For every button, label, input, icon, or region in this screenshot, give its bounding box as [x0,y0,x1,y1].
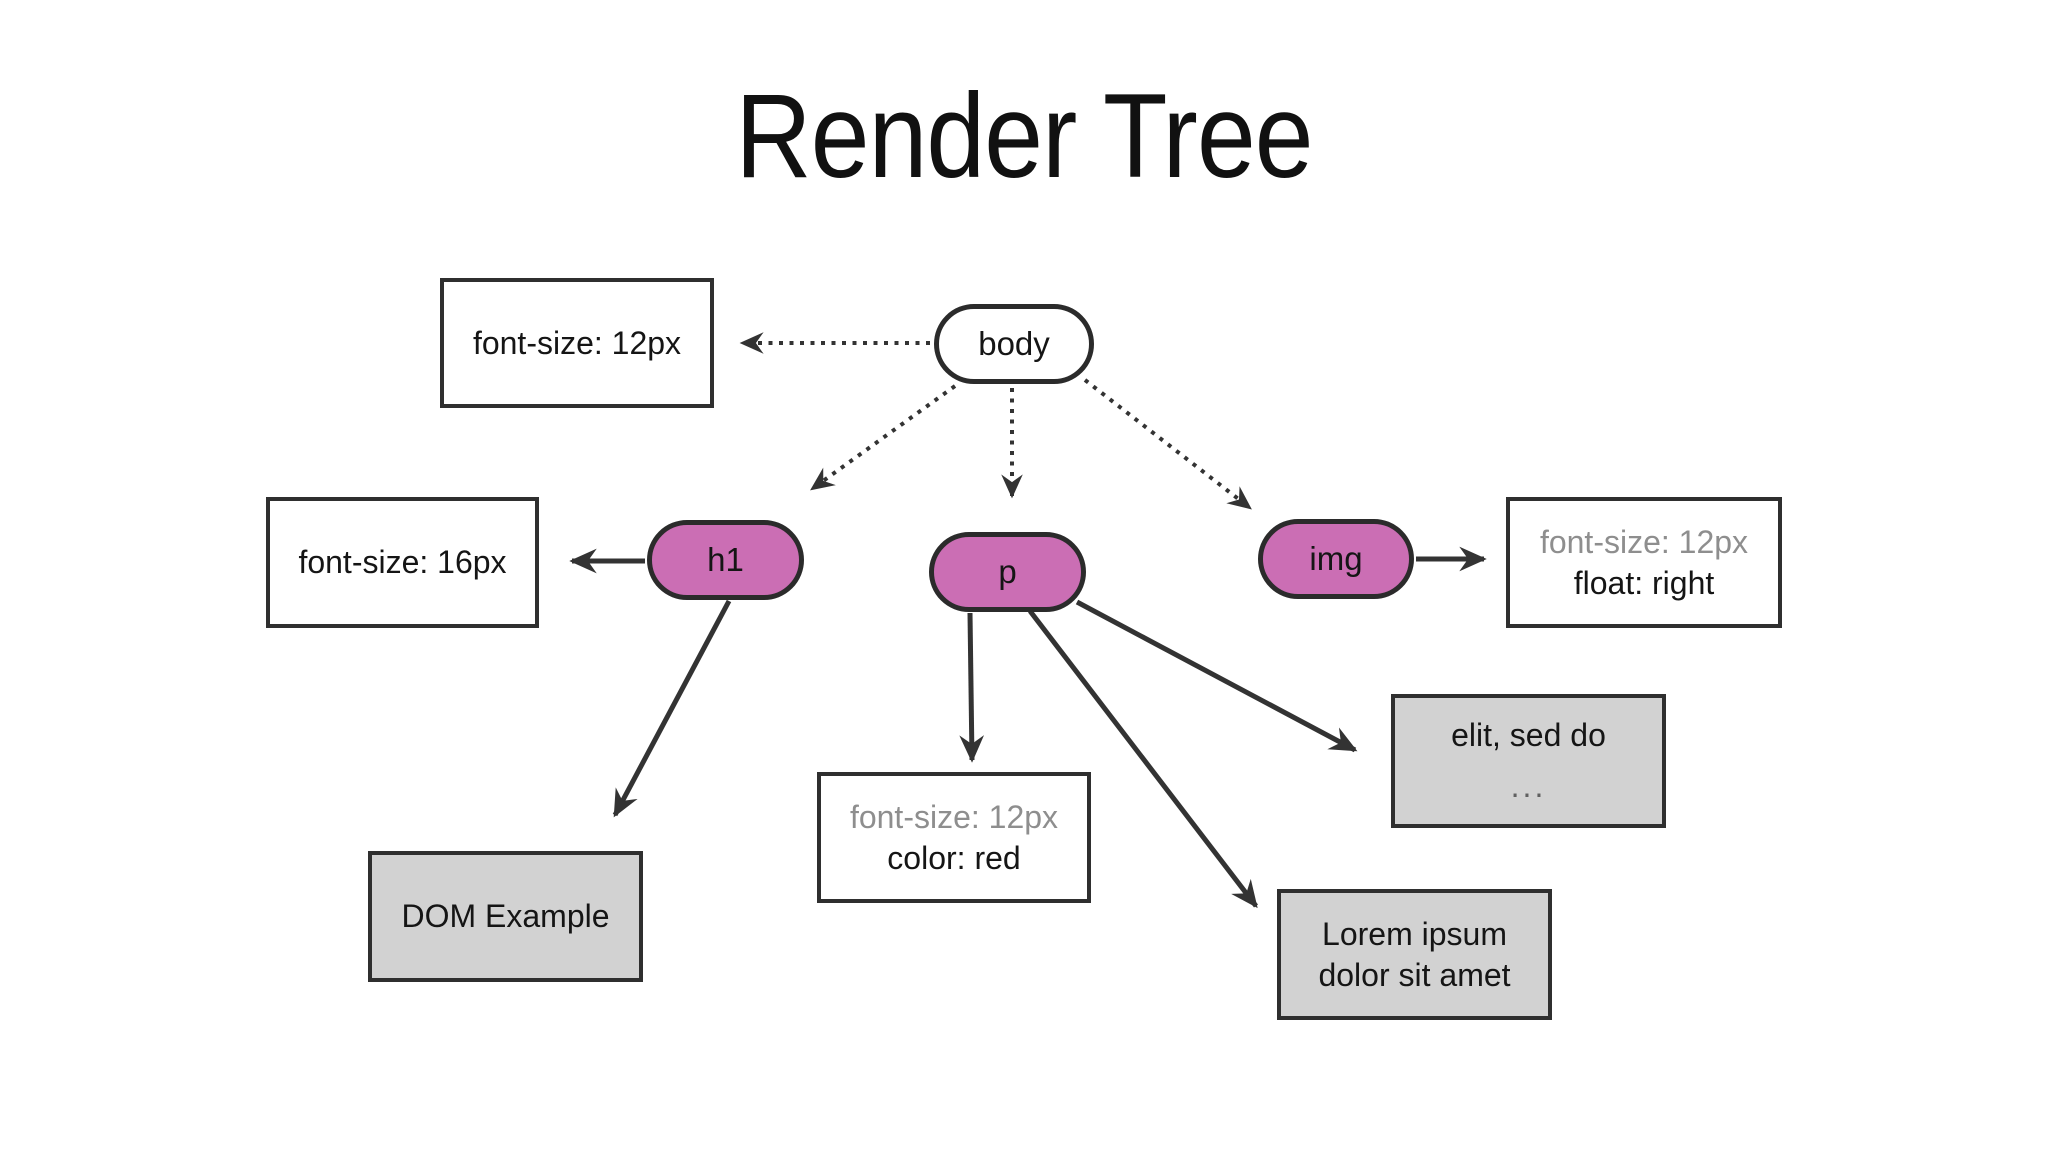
p-style-line-2: color: red [887,839,1021,876]
arrow-p-to-p-style [959,612,985,763]
arrow-p-to-lorem-ipsum [1028,609,1258,909]
node-body: body [934,304,1094,384]
node-h1: h1 [647,520,804,600]
node-img-label: img [1309,540,1363,577]
node-body-label: body [978,325,1050,362]
img-style-line-2: float: right [1573,564,1715,601]
img-style-line-1: font-size: 12px [1539,523,1749,560]
body-style-line: font-size: 12px [472,324,682,361]
node-h1-label: h1 [707,541,744,578]
node-p-label: p [998,553,1017,590]
lorem-line-2: dolor sit amet [1318,956,1511,993]
p-style-box: font-size: 12px color: red [817,772,1091,903]
h1-style-box: font-size: 16px [266,497,539,628]
lorem-line-1: Lorem ipsum [1322,915,1507,952]
elit-line-1: elit, sed do [1451,716,1606,753]
p-style-line-1: font-size: 12px [849,798,1059,835]
arrow-h1-to-dom-example [612,599,732,818]
arrow-p-to-elit [1075,599,1358,753]
lorem-ipsum-box: Lorem ipsum dolor sit amet [1277,889,1552,1020]
elit-box: elit, sed do ... [1391,694,1666,828]
node-img: img [1258,519,1414,599]
arrow-body-to-img [1083,378,1252,510]
node-p: p [929,532,1086,612]
img-style-box: font-size: 12px float: right [1506,497,1782,628]
dom-example-box: DOM Example [368,851,643,982]
arrow-body-to-h1 [810,384,957,491]
h1-style-line: font-size: 16px [298,544,507,581]
elit-ellipsis: ... [1510,768,1547,804]
body-style-box: font-size: 12px [440,278,714,408]
slide-title: Render Tree [735,69,1313,203]
dom-example-line: DOM Example [401,898,610,935]
